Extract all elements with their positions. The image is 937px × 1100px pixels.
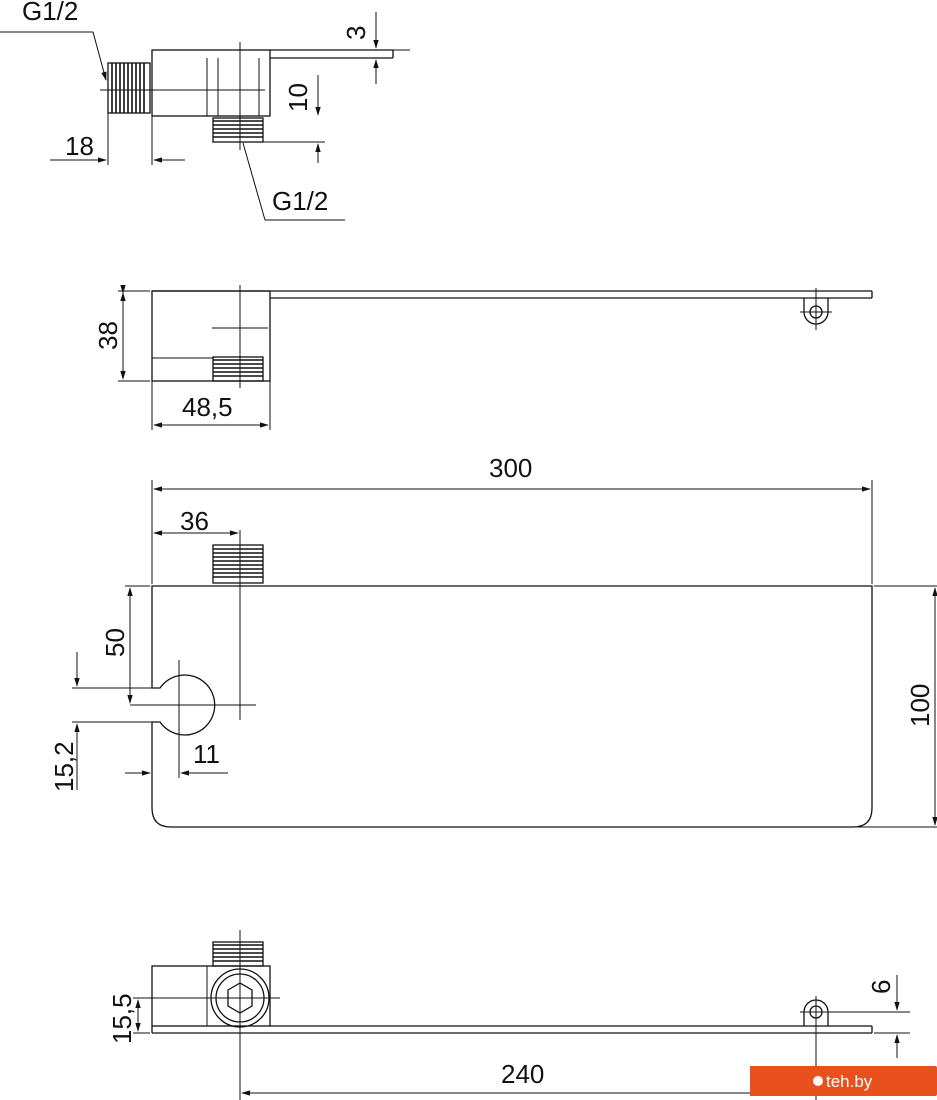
dim-15-5: 15,5 (107, 993, 137, 1044)
thread-label-bottom: G1/2 (272, 186, 328, 216)
dim-240: 240 (501, 1059, 544, 1089)
dim-36: 36 (180, 506, 209, 536)
holder-body (151, 49, 271, 117)
dim-6: 6 (866, 980, 896, 994)
watermark-badge: teh.by (750, 1066, 937, 1096)
thread-label-left: G1/2 (22, 0, 78, 26)
dim-11: 11 (193, 739, 220, 769)
thread-bottom (212, 117, 264, 143)
dim-thickness: 3 (341, 26, 371, 40)
dim-15-2: 15,2 (49, 741, 79, 792)
thread-side (212, 356, 264, 382)
holder-body-front (151, 965, 271, 1027)
dim-length: 300 (489, 453, 532, 483)
dim-depth: 100 (905, 684, 935, 727)
dim-50: 50 (100, 628, 130, 657)
front-view: 15,5 6 240 (107, 930, 910, 1100)
holder-body-side (151, 290, 271, 382)
hanger-tab-side (800, 288, 832, 330)
dim-height: 38 (93, 321, 123, 350)
plan-view: 300 36 50 15,2 11 100 (49, 453, 937, 828)
thread-plan (212, 544, 264, 584)
top-view: G1/2 G1/2 3 10 18 (0, 0, 410, 221)
dim-10: 10 (283, 83, 313, 112)
shelf-outline (151, 585, 873, 828)
dim-width: 48,5 (182, 392, 233, 422)
dim-18: 18 (65, 131, 94, 161)
watermark-text: teh.by (826, 1072, 873, 1091)
side-view: 38 48,5 (93, 284, 873, 430)
logo-dot-icon (813, 1076, 823, 1086)
thread-front (212, 941, 264, 967)
thread-left (107, 62, 151, 114)
